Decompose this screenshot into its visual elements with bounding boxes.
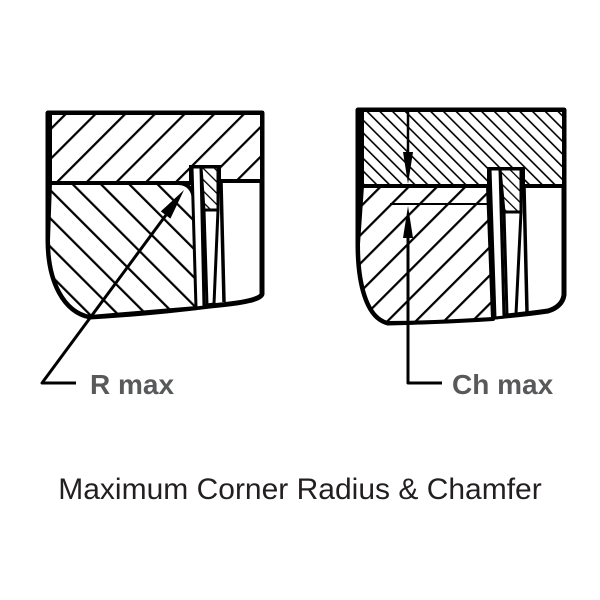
ch-arrowhead-up bbox=[403, 206, 413, 238]
right-thin-strip-white bbox=[488, 167, 506, 320]
ch-max-dimension bbox=[390, 110, 492, 385]
right-figure-chamfer-section bbox=[355, 107, 567, 326]
left-figure-corner-radius-section bbox=[45, 110, 265, 320]
left-top-block-hatched bbox=[48, 111, 264, 185]
ch-max-leader-line bbox=[406, 236, 442, 385]
r-max-label: R max bbox=[90, 369, 174, 400]
diagram-caption: Maximum Corner Radius & Chamfer bbox=[58, 473, 541, 506]
right-right-region-edge bbox=[522, 185, 529, 313]
right-thin-strip-taper bbox=[502, 210, 523, 317]
left-thin-strip-hatched bbox=[199, 165, 220, 212]
right-thin-strip-hatched bbox=[498, 167, 523, 214]
ch-arrowhead-down bbox=[403, 152, 413, 184]
ch-max-label: Ch max bbox=[452, 369, 554, 400]
left-thin-strip-white bbox=[190, 165, 206, 310]
right-top-block-hatched bbox=[360, 108, 566, 188]
r-max-arrowhead bbox=[160, 190, 184, 219]
left-thin-strip-taper bbox=[202, 208, 220, 307]
r-max-leader bbox=[40, 190, 184, 385]
left-right-region-edge bbox=[219, 181, 226, 303]
r-max-leader-line bbox=[40, 214, 168, 385]
left-bottom-block-hatched bbox=[46, 181, 199, 319]
right-bottom-block-hatched bbox=[356, 184, 495, 325]
